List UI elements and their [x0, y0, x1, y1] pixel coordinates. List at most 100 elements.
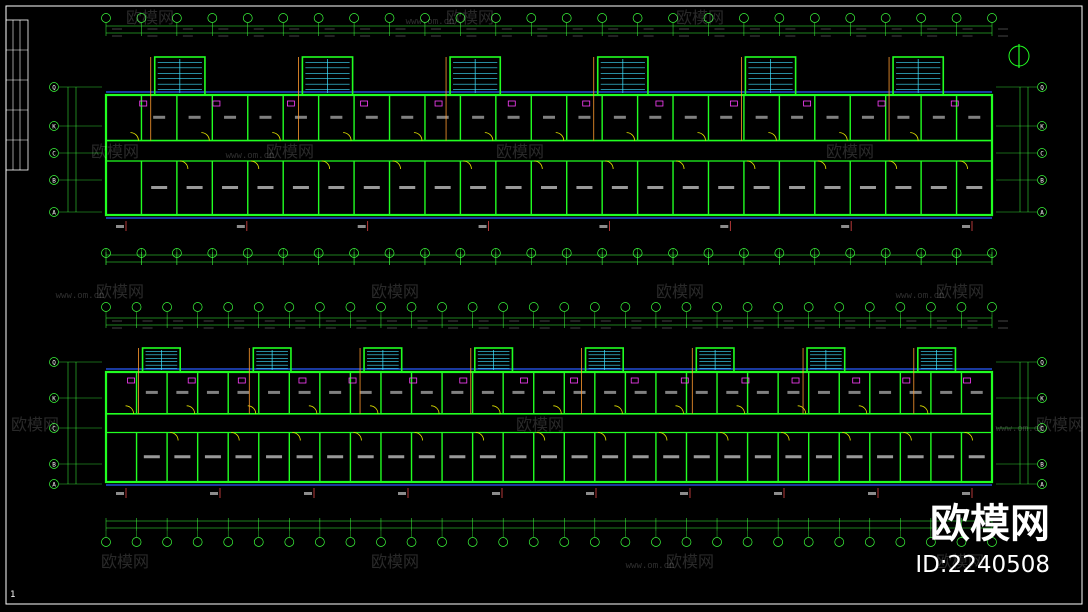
row-axis-label: B: [1040, 462, 1044, 469]
stair-core: [141, 347, 182, 373]
plumbing-fixture: [187, 377, 196, 384]
stair-core: [892, 56, 945, 96]
row-axis-bubble: [49, 148, 59, 158]
plumbing-fixture: [877, 100, 886, 107]
grid-axis-bubble: [192, 537, 203, 547]
grid-axis-bubble: [101, 302, 111, 312]
grid-axis-bubble: [620, 302, 631, 312]
stair-core: [744, 56, 797, 96]
grid-axis-bubble: [406, 302, 417, 312]
grid-axis-bubble: [681, 537, 692, 547]
grid-axis-bubble: [420, 13, 430, 23]
door-swing: [910, 132, 919, 141]
plumbing-fixture: [582, 100, 591, 107]
watermark-url: www.om.cn: [896, 291, 945, 301]
exterior-wall: [104, 93, 994, 217]
grid-axis-bubble: [376, 302, 386, 312]
grid-axis-bubble: [703, 13, 714, 23]
door-swing: [247, 405, 257, 414]
plumbing-fixture: [630, 377, 639, 384]
row-axis-bubble: [49, 393, 59, 403]
stair-core: [596, 56, 649, 96]
door-swing: [597, 432, 607, 441]
watermark-text: 欧模网: [826, 142, 874, 161]
grid-axis-bubble: [651, 302, 661, 312]
watermark-text: 欧模网: [371, 282, 419, 301]
door-swing: [676, 160, 685, 170]
door-swing: [842, 432, 851, 441]
grid-axis-bubble: [131, 537, 142, 547]
grid-axis-bubble: [712, 537, 722, 547]
door-swing: [201, 132, 210, 141]
door-swing: [605, 160, 614, 170]
door-swing: [839, 132, 848, 141]
watermark-url: www.om.cn: [996, 424, 1045, 434]
door-swing: [272, 132, 281, 141]
door-swing: [536, 432, 546, 441]
plumbing-fixture: [791, 377, 800, 384]
grid-axis-bubble: [253, 537, 264, 547]
row-axis-label: B: [52, 178, 56, 185]
row-axis-label: K: [1040, 124, 1044, 131]
grid-axis-bubble: [651, 537, 661, 547]
door-swing: [903, 432, 912, 441]
stair-core: [449, 56, 502, 96]
plumbing-fixture: [741, 377, 750, 384]
grid-axis-bubble: [467, 537, 478, 547]
door-swing: [484, 132, 494, 141]
plumbing-fixture: [298, 377, 307, 384]
grid-axis-bubble: [589, 537, 600, 547]
stair-core: [363, 347, 403, 373]
watermark-text: 欧模网: [496, 142, 544, 161]
door-swing: [746, 160, 756, 170]
door-swing: [125, 405, 134, 414]
row-axis-label: Q: [1040, 360, 1044, 367]
grid-axis-bubble: [987, 537, 997, 547]
row-axis-bubble: [49, 82, 59, 92]
stair-core: [153, 56, 206, 96]
plumbing-fixture: [963, 377, 971, 384]
door-swing: [186, 405, 196, 414]
door-swing: [179, 160, 189, 170]
watermark-text: 欧模网: [676, 8, 724, 27]
door-swing: [626, 132, 635, 141]
watermark-url: www.om.cn: [56, 291, 105, 301]
row-axis-bubble: [49, 207, 59, 217]
row-axis-bubble: [1037, 423, 1047, 433]
row-axis-label: K: [52, 124, 56, 131]
grid-axis-bubble: [742, 537, 753, 547]
exterior-wall: [104, 370, 994, 484]
plumbing-fixture: [950, 100, 959, 107]
grid-axis-bubble: [834, 537, 845, 547]
grid-axis-bubble: [956, 537, 967, 547]
plumbing-fixture: [852, 377, 861, 384]
grid-axis-bubble: [620, 537, 631, 547]
door-swing: [697, 132, 706, 141]
grid-axis-bubble: [845, 13, 856, 23]
watermark-url: www.om.cn: [626, 561, 675, 571]
grid-axis-bubble: [162, 302, 172, 312]
grid-axis-bubble: [242, 13, 253, 23]
door-swing: [130, 132, 139, 141]
row-axis-label: Q: [52, 85, 56, 92]
row-axis-label: C: [1040, 426, 1044, 433]
door-swing: [413, 132, 423, 141]
grid-axis-bubble: [774, 13, 785, 23]
row-axis-bubble: [1037, 459, 1047, 469]
watermark-text: 欧模网: [656, 282, 704, 301]
plumbing-fixture: [139, 100, 148, 107]
watermark-text: 欧模网: [96, 282, 144, 301]
watermark-text: 欧模网: [91, 142, 139, 161]
row-axis-bubble: [49, 357, 59, 367]
door-swing: [534, 160, 543, 170]
plumbing-fixture: [348, 377, 357, 384]
row-axis-bubble: [49, 423, 59, 433]
plumbing-fixture: [212, 100, 221, 107]
grid-axis-bubble: [739, 13, 749, 23]
grid-axis-bubble: [207, 13, 218, 23]
grid-axis-bubble: [926, 302, 936, 312]
row-axis-bubble: [49, 459, 59, 469]
row-axis-label: Q: [52, 360, 56, 367]
